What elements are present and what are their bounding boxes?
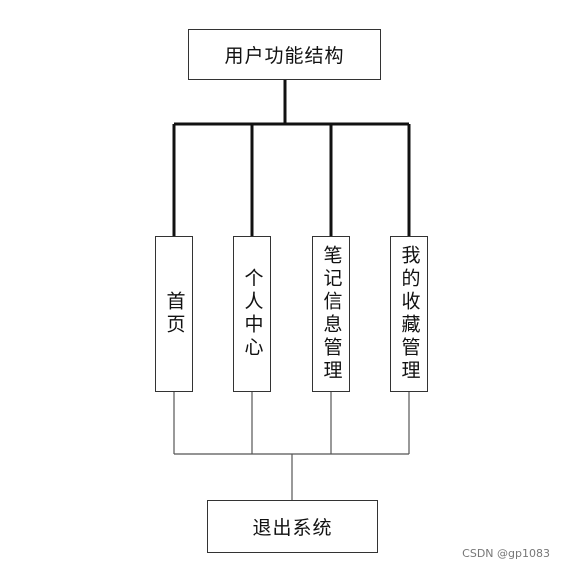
module-label-favorites-management: 我的收藏管理 [398,245,421,383]
module-label-home: 首页 [163,291,186,337]
root-box: 用户功能结构 [188,29,381,80]
module-box-favorites-management: 我的收藏管理 [390,236,428,392]
module-box-home: 首页 [155,236,193,392]
exit-label: 退出系统 [252,517,333,539]
watermark-text: CSDN @gp1083 [462,547,550,560]
exit-box: 退出系统 [207,500,378,553]
module-box-note-management: 笔记信息管理 [312,236,350,392]
module-box-personal-center: 个人中心 [233,236,271,392]
root-label: 用户功能结构 [224,45,345,67]
module-label-personal-center: 个人中心 [241,268,264,360]
module-label-note-management: 笔记信息管理 [320,245,343,383]
